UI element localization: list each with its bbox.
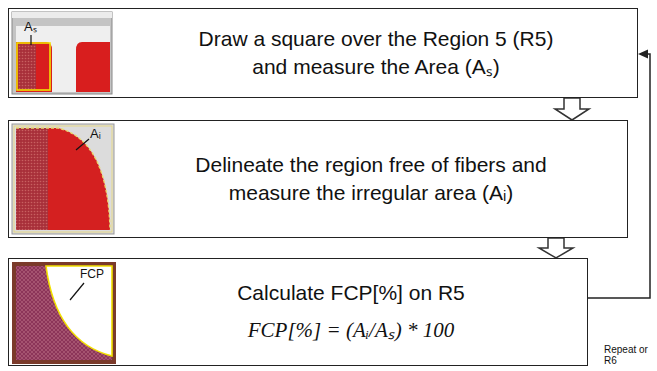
flow-arrow bbox=[539, 238, 573, 258]
connector-line bbox=[588, 54, 650, 298]
text-area: Draw a square over the Region 5 (R5) and… bbox=[121, 9, 631, 97]
step-text: Delineate the region free of fibers and … bbox=[169, 151, 573, 206]
arrow-head bbox=[638, 50, 648, 59]
step-text: Draw a square over the Region 5 (R5) and… bbox=[184, 25, 568, 80]
area-label: Aᵢ bbox=[90, 127, 101, 141]
block-arrow bbox=[555, 98, 589, 120]
formula-text: FCP[%] = (Aᵢ/Aₛ) * 100 bbox=[248, 317, 454, 345]
region-delineation bbox=[12, 124, 114, 234]
process-box: Draw a square over the Region 5 (R5) and… bbox=[8, 8, 638, 98]
text-area: Delineate the region free of fibers and … bbox=[121, 121, 621, 237]
note-text: Repeat or R6 bbox=[604, 344, 654, 366]
area-label: Aₛ bbox=[24, 20, 37, 34]
step-text: Calculate FCP[%] on R5 bbox=[237, 279, 465, 307]
text-area: Calculate FCP[%] on R5 FCP[%] = (Aᵢ/Aₛ) *… bbox=[121, 259, 581, 365]
process-box: Delineate the region free of fibers and … bbox=[8, 120, 628, 238]
screenshot-r5 bbox=[12, 12, 112, 94]
area-label: FCP bbox=[80, 268, 104, 281]
flow-arrow bbox=[555, 98, 589, 120]
repeat-arrow bbox=[588, 50, 650, 299]
fiber-free-area bbox=[12, 262, 116, 364]
block-arrow bbox=[539, 238, 573, 258]
